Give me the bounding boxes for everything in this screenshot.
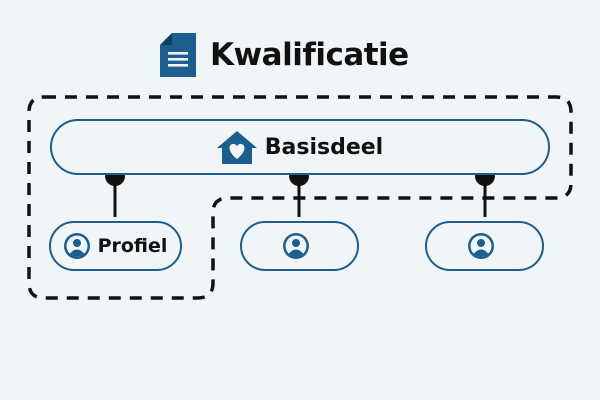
base-node: Basisdeel [50,119,550,175]
user-icon [63,233,90,259]
page-title: Kwalificatie [210,37,409,73]
house-heart-icon [216,131,257,164]
user-icon [282,233,309,259]
profile-node-2 [240,221,359,271]
user-icon [467,233,494,259]
profile-node-1: Profiel [49,221,182,271]
profile-node-3 [425,221,544,271]
document-icon [160,33,196,77]
base-label: Basisdeel [264,134,384,160]
profile-label: Profiel [97,235,168,257]
dashed-selection-outline [27,95,573,300]
header: Kwalificatie [160,30,409,80]
